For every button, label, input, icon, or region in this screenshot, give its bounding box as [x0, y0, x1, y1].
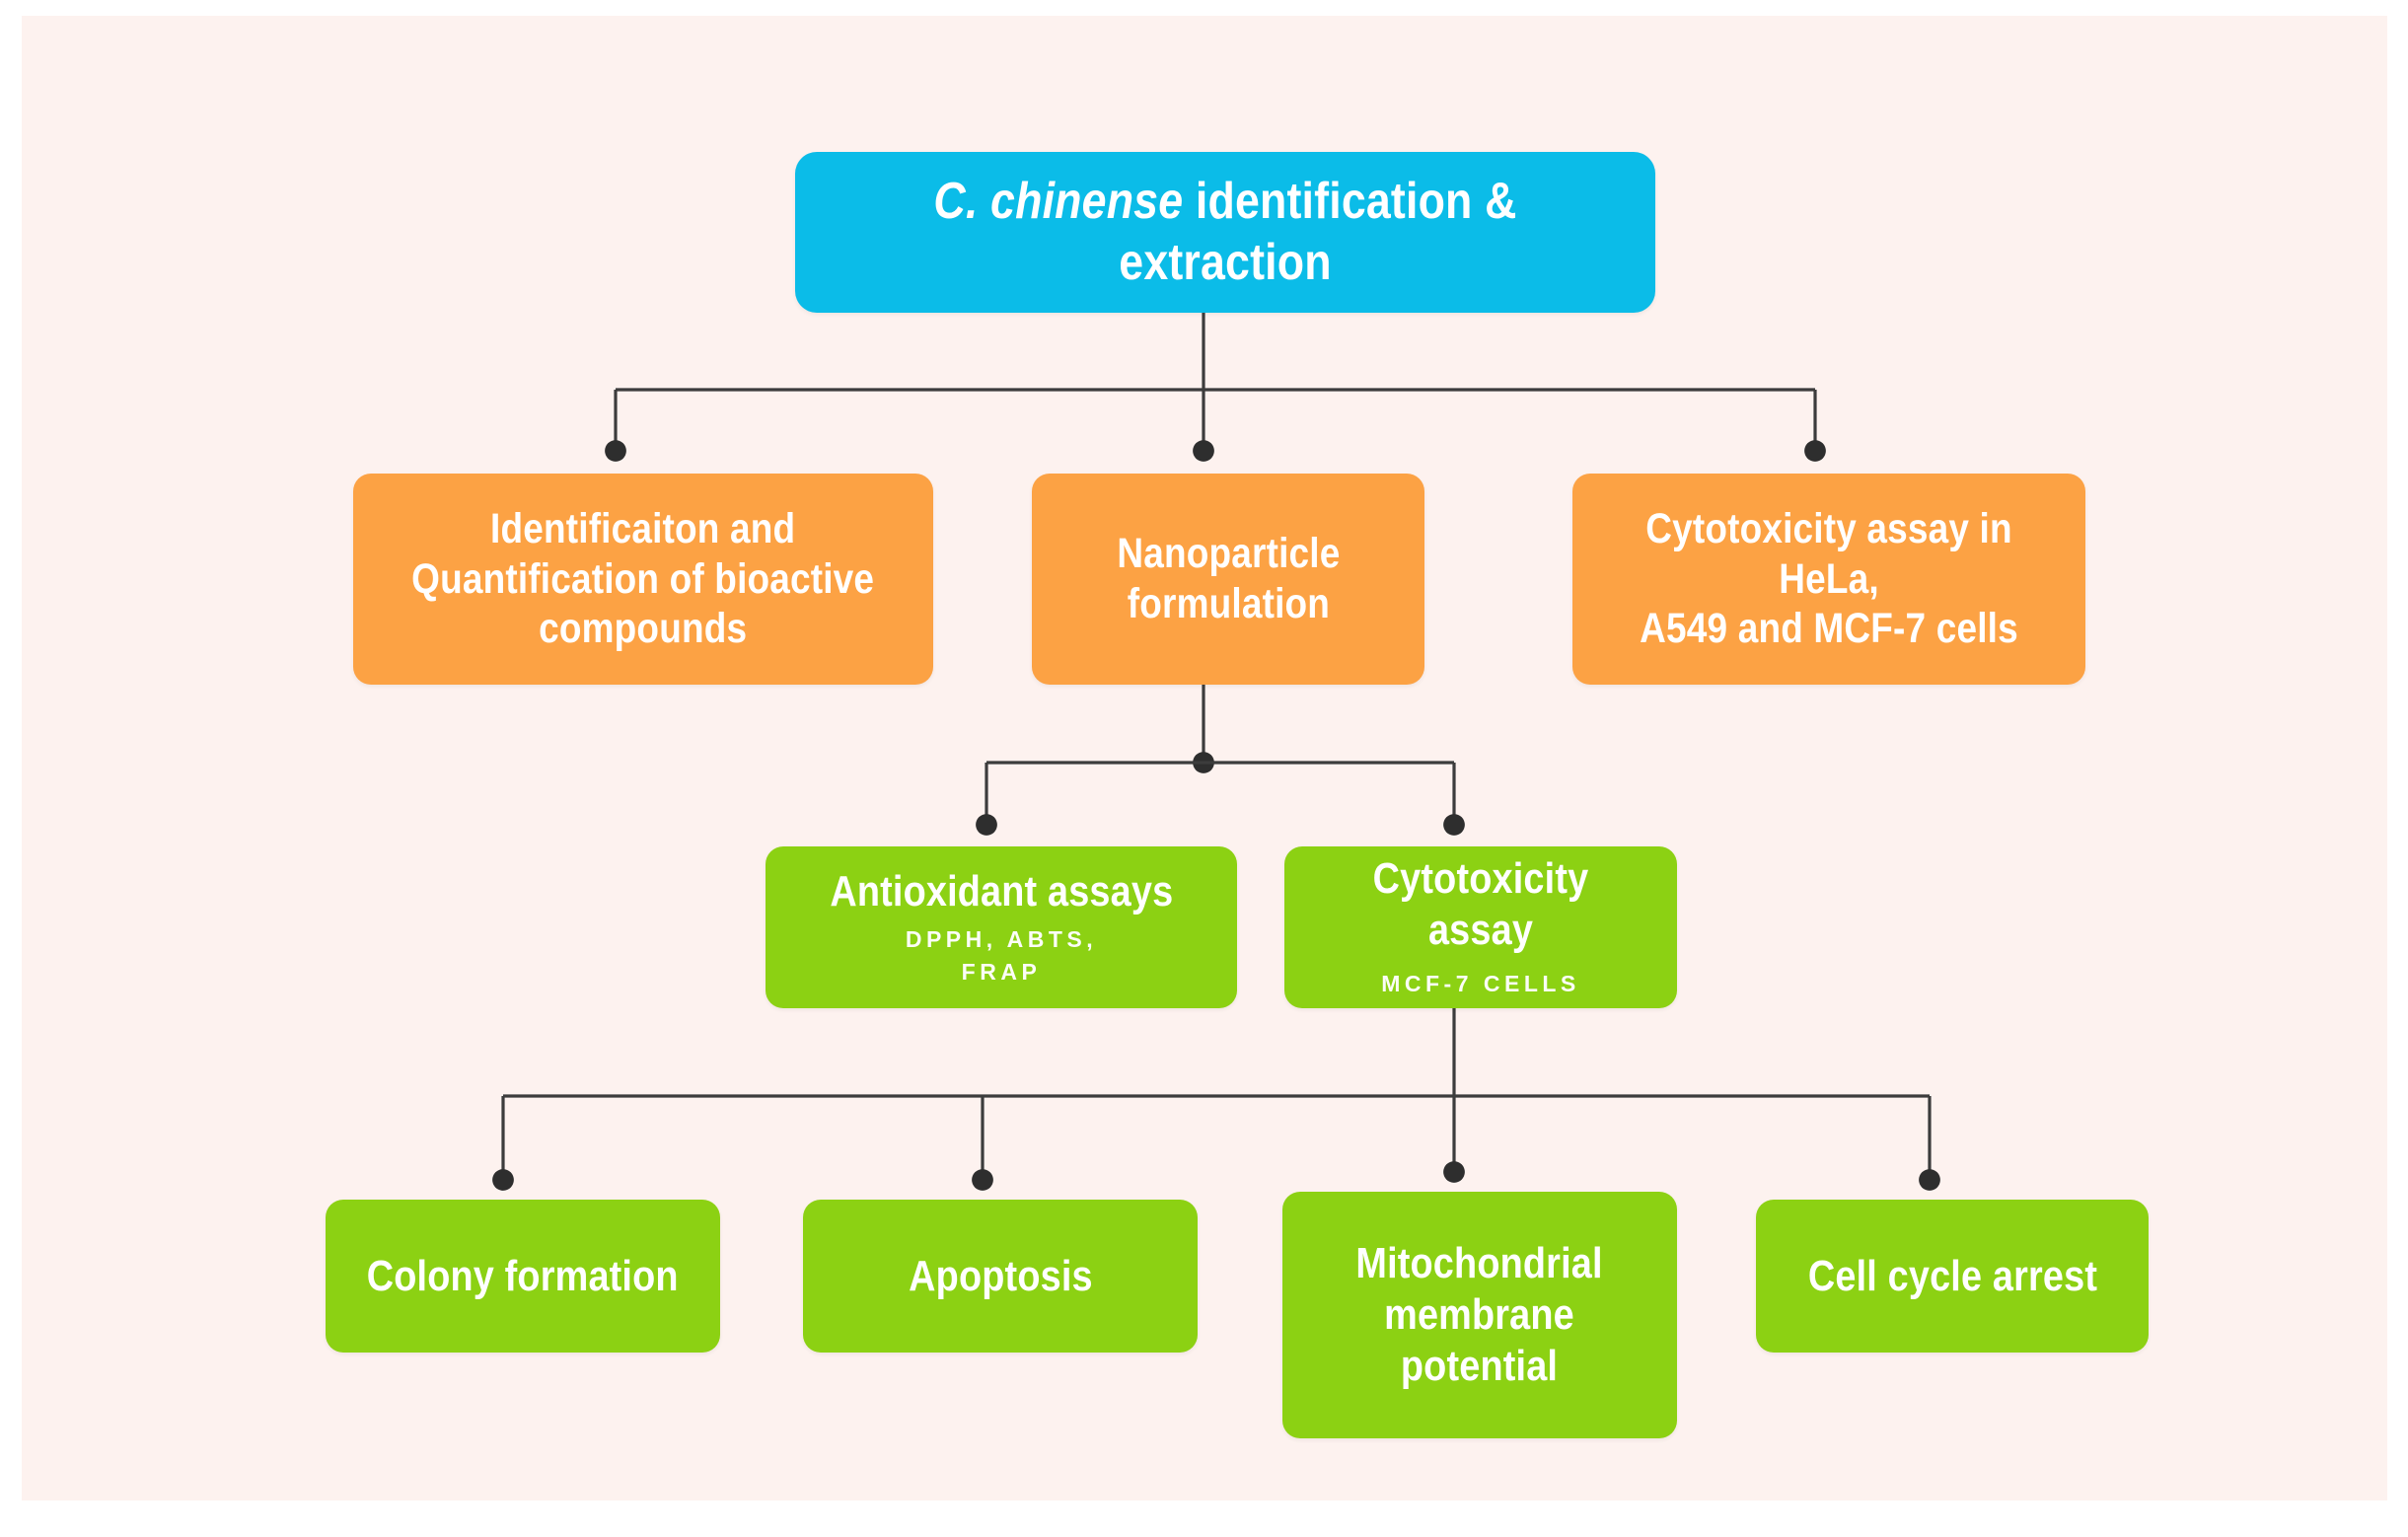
- node-cell-cycle-arrest[interactable]: Cell cycle arrest: [1756, 1200, 2149, 1353]
- node-cytotoxicity-assay[interactable]: Cytotoxicity assay MCF-7 CELLS: [1284, 846, 1677, 1008]
- node-identification-label: Identificaiton and Quantification of bio…: [411, 504, 875, 653]
- node-mitochondrial-membrane-potential-label: Mitochondrial membrane potential: [1355, 1239, 1604, 1390]
- node-apoptosis-label: Apoptosis: [908, 1251, 1093, 1300]
- node-colony-formation-label: Colony formation: [367, 1251, 679, 1300]
- node-root-rest: identification & extraction: [1119, 173, 1517, 291]
- node-antioxidant-label: Antioxidant assays: [829, 866, 1173, 915]
- node-antioxidant[interactable]: Antioxidant assays DPPH, ABTS, FRAP: [766, 846, 1237, 1008]
- node-cell-cycle-arrest-label: Cell cycle arrest: [1807, 1251, 2097, 1300]
- node-nanoparticle[interactable]: Nanoparticle formulation: [1032, 474, 1424, 685]
- node-root[interactable]: C. chinense identification & extraction: [795, 152, 1655, 313]
- node-cytotoxicity-assay-label: Cytotoxicity assay: [1372, 854, 1589, 955]
- node-root-species: C. chinense: [933, 173, 1184, 231]
- node-root-label: C. chinense identification & extraction: [869, 172, 1581, 293]
- node-identification[interactable]: Identificaiton and Quantification of bio…: [353, 474, 933, 685]
- node-colony-formation[interactable]: Colony formation: [326, 1200, 720, 1353]
- node-cytotoxicity-panel[interactable]: Cytotoxicity assay in HeLa, A549 and MCF…: [1572, 474, 2085, 685]
- diagram-canvas: C. chinense identification & extraction …: [22, 16, 2387, 1500]
- node-nanoparticle-label: Nanoparticle formulation: [1116, 530, 1341, 627]
- node-apoptosis[interactable]: Apoptosis: [803, 1200, 1198, 1353]
- node-antioxidant-subtitle: DPPH, ABTS, FRAP: [905, 925, 1098, 985]
- node-mitochondrial-membrane-potential[interactable]: Mitochondrial membrane potential: [1282, 1192, 1677, 1438]
- node-cytotoxicity-assay-subtitle: MCF-7 CELLS: [1381, 971, 1580, 997]
- node-cytotoxicity-panel-label: Cytotoxicity assay in HeLa, A549 and MCF…: [1640, 504, 2018, 653]
